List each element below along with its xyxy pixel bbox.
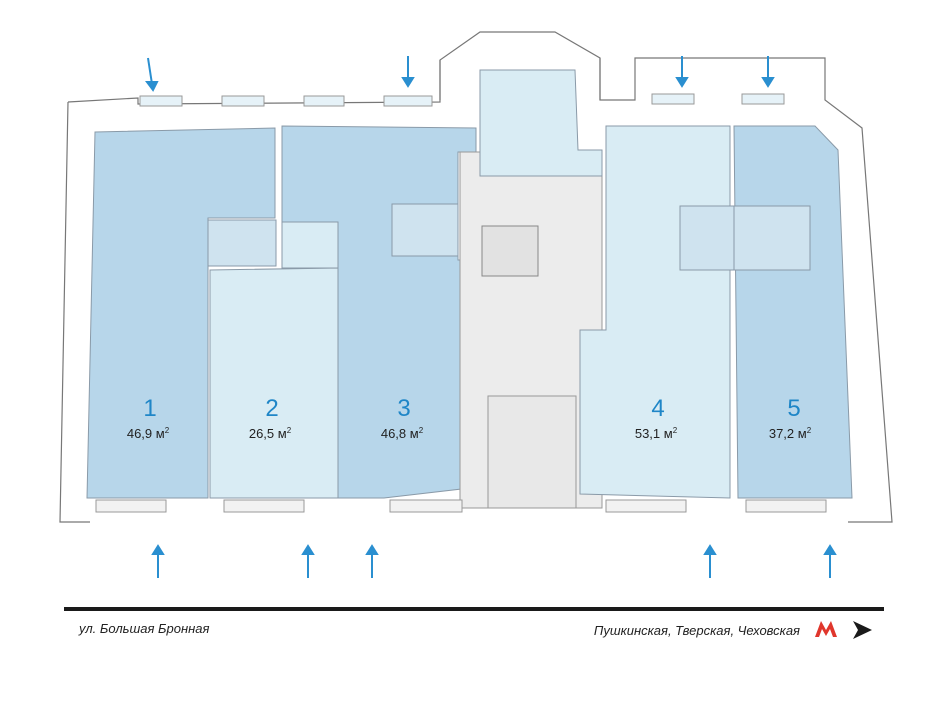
street-line bbox=[64, 607, 884, 611]
unit-5-area[interactable] bbox=[733, 125, 853, 499]
direction-arrow-icon bbox=[853, 621, 872, 639]
unit-1-area-label: 46,9 м2 bbox=[127, 426, 170, 441]
unit-2-bathroom bbox=[281, 221, 339, 269]
windows-bottom bbox=[95, 499, 827, 513]
entrance-arrow-icon bbox=[145, 56, 837, 578]
windows-top bbox=[139, 93, 785, 107]
unit-1-bathroom bbox=[207, 219, 277, 267]
unit-3-area-label: 46,8 м2 bbox=[381, 426, 424, 441]
unit-2-area-label: 26,5 м2 bbox=[249, 426, 292, 441]
unit-4-number: 4 bbox=[651, 395, 664, 422]
unit-2-number: 2 bbox=[265, 395, 278, 422]
unit-4-5-bathroom bbox=[679, 205, 811, 271]
unit-3-number: 3 bbox=[397, 395, 410, 422]
metro-m-icon bbox=[815, 621, 837, 637]
unit-3-bathroom bbox=[391, 203, 459, 257]
unit-4-area-label: 53,1 м2 bbox=[635, 426, 678, 441]
unit-2-area[interactable] bbox=[209, 267, 339, 499]
unit-1-number: 1 bbox=[143, 395, 156, 422]
unit-1-area[interactable] bbox=[86, 127, 276, 499]
unit-5-number: 5 bbox=[787, 395, 800, 422]
building-outline bbox=[59, 31, 893, 523]
unit-5-area-label: 37,2 м2 bbox=[769, 426, 812, 441]
central-hall bbox=[479, 69, 603, 177]
stairs bbox=[487, 395, 577, 509]
floor-plan: 1 46,9 м2 2 26,5 м2 3 46,8 м2 4 53,1 м2 … bbox=[59, 31, 893, 578]
metro-stations: Пушкинская, Тверская, Чеховская bbox=[593, 623, 800, 638]
street-name: ул. Большая Бронная bbox=[79, 621, 210, 636]
elevator bbox=[481, 225, 539, 277]
